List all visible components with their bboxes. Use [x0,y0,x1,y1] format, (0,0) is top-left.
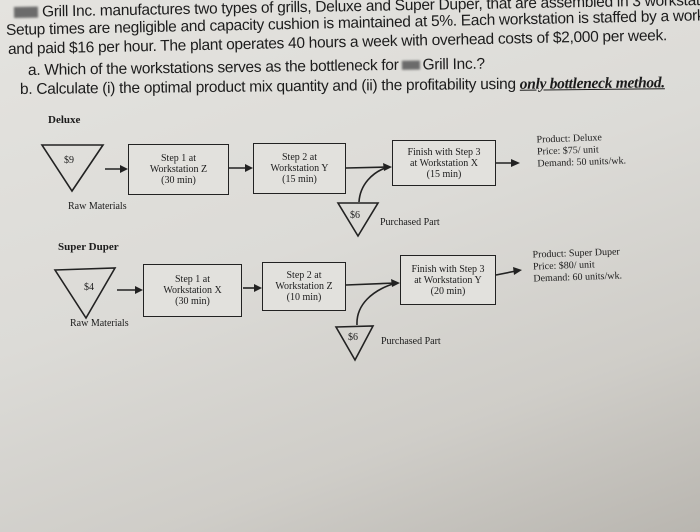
step-time: (15 min) [426,168,462,180]
step-label: Finish with Step 3 [407,146,481,158]
superduper-purchased-triangle [334,325,375,362]
step-label: Finish with Step 3 [411,263,485,275]
superduper-raw-label: Raw Materials [70,318,129,329]
step-label: Step 2 at [282,152,317,163]
superduper-raw-triangle [53,267,117,320]
deluxe-raw-cost: $9 [64,155,74,166]
deluxe-raw-label: Raw Materials [68,201,127,212]
superduper-purchased-cost: $6 [348,332,358,343]
deluxe-raw-triangle [40,144,105,193]
step-time: (30 min) [161,175,196,186]
superduper-raw-cost: $4 [84,282,94,293]
step-label: Step 1 at [175,274,210,285]
step-label: Step 1 at [161,153,196,164]
step-workstation: at Workstation Y [414,274,482,286]
deluxe-purchased-cost: $6 [350,210,360,221]
step-time: (10 min) [286,292,322,303]
step-time: (30 min) [175,296,210,307]
deluxe-title: Deluxe [48,114,81,126]
step-label: Step 2 at [286,270,322,281]
deluxe-purchased-label: Purchased Part [380,217,440,228]
superduper-title: Super Duper [58,241,119,253]
step-workstation: Workstation Z [149,164,208,175]
step-workstation: Workstation Z [275,281,333,292]
step-workstation: Workstation Y [270,163,329,174]
step-workstation: at Workstation X [410,157,478,169]
step-time: (20 min) [430,285,466,297]
superduper-purchased-label: Purchased Part [381,336,441,347]
step-workstation: Workstation X [163,285,222,296]
deluxe-purchased-triangle [336,202,380,238]
step-time: (15 min) [282,174,317,185]
